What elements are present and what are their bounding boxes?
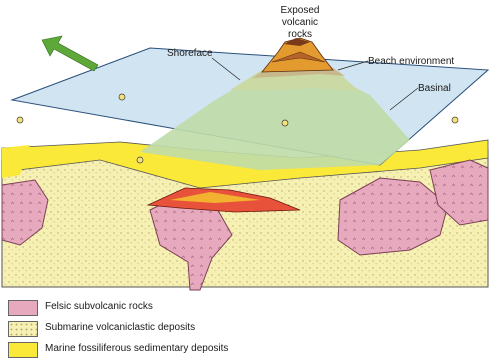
legend-swatch-volcaniclastic xyxy=(8,321,38,337)
legend-label-marine: Marine fossiliferous sedimentary deposit… xyxy=(45,343,228,354)
label-exposed: Exposed xyxy=(281,5,320,16)
legend: Felsic subvolcanic rocks Submarine volca… xyxy=(8,298,308,361)
label-rocks: rocks xyxy=(288,29,312,40)
label-basinal: Basinal xyxy=(418,83,451,94)
legend-item-felsic: Felsic subvolcanic rocks xyxy=(8,298,308,319)
label-volcanic: volcanic xyxy=(282,17,318,28)
legend-swatch-felsic xyxy=(8,300,38,316)
legend-item-marine: Marine fossiliferous sedimentary deposit… xyxy=(8,340,308,361)
legend-label-volcaniclastic: Submarine volcaniclastic deposits xyxy=(45,322,195,333)
legend-swatch-marine xyxy=(8,342,38,358)
legend-label-felsic: Felsic subvolcanic rocks xyxy=(45,301,153,312)
label-shoreface: Shoreface xyxy=(167,48,213,59)
legend-item-volcaniclastic: Submarine volcaniclastic deposits xyxy=(8,319,308,340)
label-beach-environment: Beach environment xyxy=(368,56,454,67)
north-arrow-icon xyxy=(42,36,98,71)
